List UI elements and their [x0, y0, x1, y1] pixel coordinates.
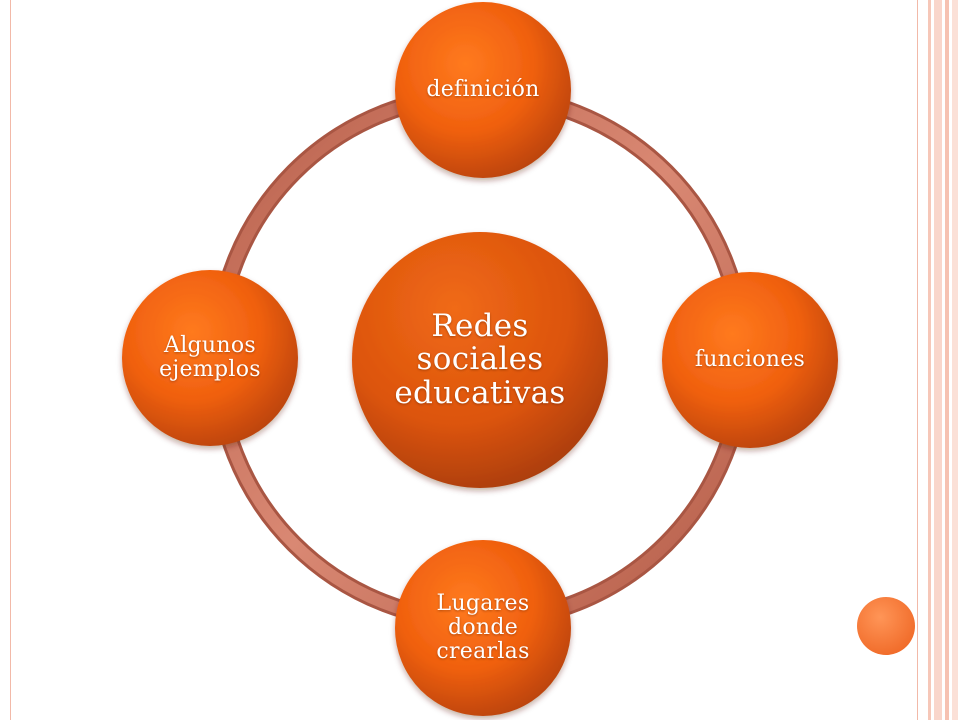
node-bottom [395, 540, 571, 716]
node-top [395, 2, 571, 178]
frame-stripe [928, 0, 931, 720]
node-left-label: Algunos ejemplos [159, 333, 261, 382]
frame-stripe [934, 0, 942, 720]
node-left [122, 270, 298, 446]
frame-stripe [945, 0, 949, 720]
node-bottom-label: Lugares donde crearlas [436, 591, 530, 664]
frame-stripe [952, 0, 958, 720]
node-right-label: funciones [694, 347, 806, 373]
circle-icon [857, 597, 915, 655]
node-top-label: definición [426, 77, 540, 103]
center-node [352, 232, 608, 488]
center-node-label: Redes sociales educativas [394, 307, 566, 411]
node-right [662, 272, 838, 448]
slide-frame [10, 0, 918, 720]
